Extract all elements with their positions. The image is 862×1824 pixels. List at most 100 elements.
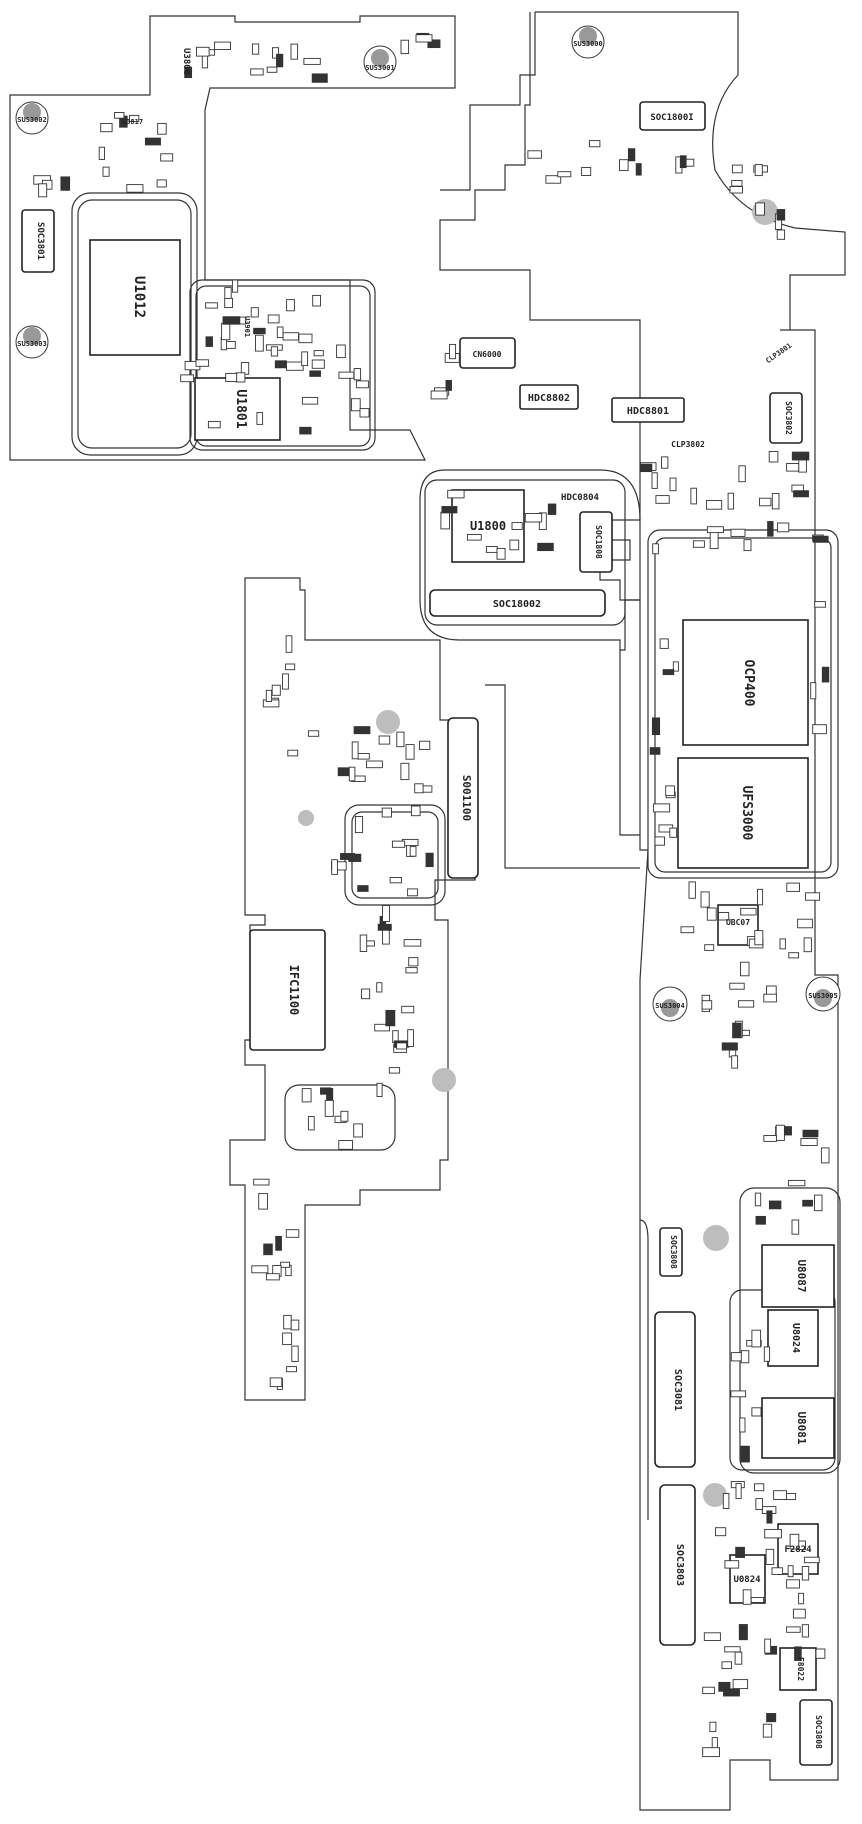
passive-pad bbox=[812, 724, 827, 735]
passive-pad bbox=[797, 918, 813, 929]
label-f2824: F2824 bbox=[784, 1545, 812, 1555]
passive-pad bbox=[283, 1314, 292, 1330]
hdc8802-block bbox=[519, 384, 579, 410]
passive-pad bbox=[60, 176, 71, 191]
passive-pad bbox=[771, 1567, 784, 1575]
passive-pad bbox=[396, 731, 405, 748]
label-sus3001: SUS3001 bbox=[365, 64, 395, 72]
passive-pad bbox=[350, 398, 361, 412]
passive-pad bbox=[740, 1350, 750, 1364]
soc3803-block bbox=[659, 1484, 696, 1646]
passive-pad bbox=[627, 148, 636, 162]
passive-pad bbox=[788, 952, 800, 959]
passive-pad bbox=[251, 1265, 269, 1274]
passive-pad bbox=[802, 1129, 819, 1138]
passive-pad bbox=[348, 766, 356, 782]
passive-pad bbox=[366, 760, 383, 769]
label-u8024: U8024 bbox=[790, 1323, 801, 1353]
passive-pad bbox=[721, 1661, 732, 1670]
passive-pad bbox=[815, 1648, 826, 1659]
passive-pad bbox=[301, 351, 309, 367]
passive-pad bbox=[690, 487, 698, 505]
label-clp3802: CLP3802 bbox=[671, 440, 705, 449]
passive-pad bbox=[763, 1346, 771, 1362]
standoff-sus3002-core bbox=[23, 103, 41, 121]
passive-pad bbox=[721, 1042, 738, 1051]
passive-pad bbox=[205, 302, 218, 309]
label-cn6000: CN6000 bbox=[473, 350, 502, 359]
passive-pad bbox=[537, 542, 554, 552]
passive-pad bbox=[276, 53, 284, 68]
passive-pad bbox=[280, 1261, 291, 1268]
mounting-hole-6 bbox=[703, 1483, 727, 1507]
passive-pad bbox=[389, 877, 402, 884]
passive-pad bbox=[415, 34, 433, 43]
label-sus3002: SUS3002 bbox=[17, 116, 47, 124]
passive-pad bbox=[771, 493, 780, 510]
board-outline-right bbox=[439, 11, 846, 1811]
passive-pad bbox=[732, 1022, 742, 1039]
passive-pad bbox=[400, 762, 410, 781]
passive-pad bbox=[718, 912, 730, 921]
passive-pad bbox=[466, 534, 482, 541]
passive-pad bbox=[340, 853, 356, 860]
passive-pad bbox=[755, 202, 765, 216]
passive-pad bbox=[225, 372, 238, 382]
passive-pad bbox=[378, 735, 391, 745]
passive-pad bbox=[414, 783, 424, 794]
passive-pad bbox=[351, 741, 359, 760]
passive-pad bbox=[738, 1000, 755, 1008]
passive-pad bbox=[285, 663, 296, 671]
label-u1800: U1800 bbox=[470, 519, 506, 533]
passive-pad bbox=[727, 492, 735, 510]
passive-pad bbox=[764, 1638, 772, 1654]
passive-pad bbox=[298, 333, 313, 344]
passive-pad bbox=[738, 1624, 748, 1641]
passive-pad bbox=[430, 390, 448, 400]
passive-pad bbox=[324, 1099, 334, 1117]
label-u1012: U1012 bbox=[131, 276, 147, 318]
standoffs bbox=[15, 25, 841, 1022]
shield-lower-right-area bbox=[739, 1187, 841, 1474]
passive-pad bbox=[662, 669, 675, 676]
passive-pad bbox=[447, 489, 465, 499]
passive-pad bbox=[258, 1193, 268, 1210]
passive-pad bbox=[802, 1199, 813, 1207]
passive-pad bbox=[270, 346, 279, 357]
passive-pad bbox=[812, 535, 829, 543]
passive-pad bbox=[764, 1528, 782, 1539]
passive-pad bbox=[285, 361, 304, 371]
passive-pad bbox=[767, 521, 774, 537]
label-ufs3000: UFS3000 bbox=[739, 786, 754, 841]
passive-pad bbox=[265, 689, 273, 702]
passive-pad bbox=[38, 183, 48, 198]
passive-pad bbox=[253, 1178, 270, 1186]
passive-pad bbox=[661, 456, 669, 469]
passive-pad bbox=[777, 522, 790, 533]
passive-pad bbox=[766, 1510, 773, 1524]
passive-pad bbox=[160, 153, 174, 162]
passive-pad bbox=[201, 54, 209, 69]
passive-pad bbox=[679, 155, 687, 169]
ufs3000-chip bbox=[677, 757, 809, 869]
passive-pad bbox=[672, 661, 679, 672]
u1801-chip bbox=[194, 377, 281, 441]
passive-pad bbox=[214, 41, 231, 50]
shield-u1012-inner bbox=[77, 199, 192, 449]
passive-pad bbox=[274, 360, 287, 369]
passive-pad bbox=[509, 539, 520, 551]
passive-pad bbox=[338, 1140, 353, 1150]
passive-pad bbox=[496, 547, 506, 560]
passive-pad bbox=[337, 767, 351, 777]
passive-pad bbox=[285, 635, 293, 653]
passive-pad bbox=[730, 1352, 743, 1362]
passive-pad bbox=[706, 500, 723, 510]
passive-pad bbox=[640, 463, 653, 473]
standoff-sus3004-core bbox=[661, 999, 679, 1017]
passive-pad bbox=[665, 785, 675, 797]
passive-pad bbox=[409, 846, 417, 857]
passive-pad bbox=[271, 684, 281, 696]
passive-pad bbox=[793, 490, 809, 498]
label-f8022: F8022 bbox=[796, 1657, 805, 1681]
ifc1100-connector bbox=[249, 929, 326, 1051]
